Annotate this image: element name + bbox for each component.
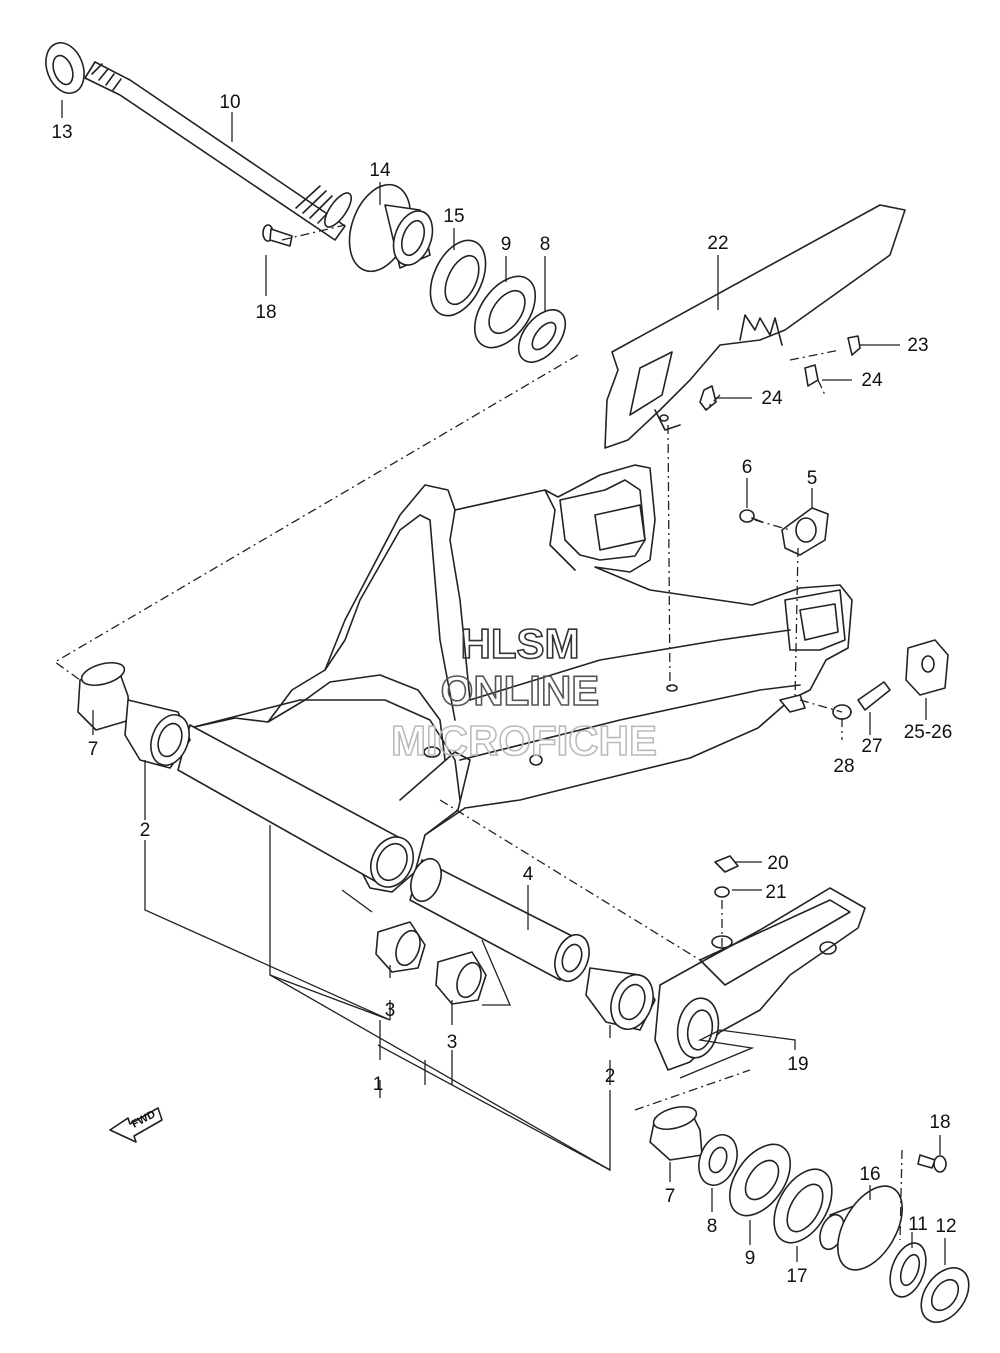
bolt-6: [739, 509, 763, 523]
part-label-16: 16: [859, 1164, 880, 1185]
nut-12: [920, 1267, 970, 1323]
collar-7-left: [77, 661, 131, 731]
bearing-3-left: [375, 921, 426, 973]
part-label-2-right: 2: [605, 1066, 616, 1087]
part-label-21: 21: [765, 882, 786, 903]
part-label-1: 1: [373, 1074, 384, 1095]
clip-24-right: [804, 364, 819, 387]
forward-direction-arrow-icon: FWD: [109, 1107, 163, 1143]
bearing-2-left: [124, 699, 191, 769]
washer-11: [889, 1242, 927, 1298]
swingarm-frame: [177, 464, 853, 893]
part-label-18-top: 18: [255, 302, 276, 323]
plate-5: [781, 507, 829, 556]
bolt-20: [714, 855, 739, 873]
part-label-22: 22: [707, 233, 728, 254]
part-label-12: 12: [935, 1216, 956, 1237]
chain-case-22: [604, 204, 906, 449]
part-label-7-left: 7: [88, 739, 99, 760]
part-label-19: 19: [787, 1054, 808, 1075]
leader-lines: [61, 100, 946, 1265]
part-label-24-left: 24: [761, 388, 783, 409]
part-label-6: 6: [742, 457, 753, 478]
washer-21: [714, 886, 730, 898]
part-label-15: 15: [443, 206, 464, 227]
collar-14: [348, 183, 434, 273]
block-25-26: [905, 639, 949, 696]
part-label-9-top: 9: [501, 234, 512, 255]
part-label-20: 20: [767, 853, 788, 874]
part-label-14: 14: [369, 160, 391, 181]
seal-15: [429, 239, 487, 317]
fastener-23: [847, 335, 861, 356]
part-label-27: 27: [861, 736, 882, 757]
part-label-23: 23: [907, 335, 928, 356]
part-label-24-right: 24: [861, 370, 883, 391]
watermark: HLSM ONLINE MICROFICHE: [390, 619, 658, 765]
collar-16: [819, 1185, 903, 1271]
part-label-13: 13: [51, 122, 72, 143]
part-label-18-bottom: 18: [929, 1112, 950, 1133]
clip-24-left: [699, 385, 717, 411]
nut-13: [45, 42, 85, 94]
part-label-3-right: 3: [447, 1032, 458, 1053]
washer-8-right: [698, 1134, 738, 1186]
watermark-line-3: MICROFICHE: [391, 717, 657, 764]
part-label-17: 17: [786, 1266, 807, 1287]
screw-18-bottom: [917, 1154, 947, 1173]
part-label-9-right: 9: [745, 1248, 756, 1269]
seal-17: [773, 1168, 833, 1244]
chain-buffer-19: [654, 887, 866, 1071]
watermark-line-1: HLSM: [461, 620, 580, 667]
part-label-10: 10: [219, 92, 240, 113]
spacer-4: [409, 857, 590, 983]
part-label-4: 4: [523, 864, 534, 885]
assembly-lines: [53, 224, 903, 1241]
bearing-3-right: [435, 951, 487, 1005]
washer-9-right: [728, 1143, 792, 1217]
part-label-2-left: 2: [140, 820, 151, 841]
part-label-8-right: 8: [707, 1216, 718, 1237]
bolt-27: [857, 681, 891, 711]
part-labels: 13 10 14 15 9 8 18 22 23 24 24 6 5 7 2 2…: [51, 92, 956, 1287]
part-label-7-right: 7: [665, 1186, 676, 1207]
part-label-5: 5: [807, 468, 818, 489]
washer-9: [473, 275, 537, 349]
washer-8: [517, 309, 567, 363]
watermark-line-2: ONLINE: [441, 667, 600, 714]
part-label-3-left: 3: [385, 1000, 396, 1021]
screw-18-top: [262, 224, 293, 247]
collar-7-right: [649, 1105, 703, 1161]
pivot-axle: [84, 61, 353, 241]
part-label-8-top: 8: [540, 234, 551, 255]
part-label-25-26: 25-26: [904, 722, 953, 743]
bearing-2-right: [585, 967, 656, 1031]
part-label-11: 11: [908, 1214, 928, 1235]
part-label-28: 28: [833, 756, 854, 777]
